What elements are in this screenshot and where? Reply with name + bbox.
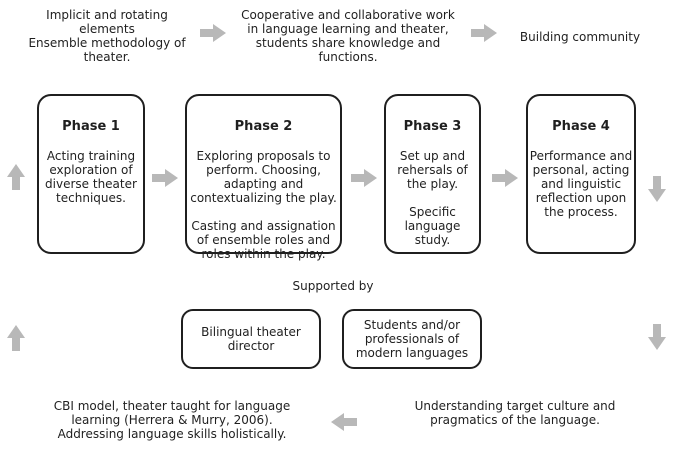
right-arrow-icon — [152, 169, 178, 187]
students-box: Students and/or professionals of modern … — [342, 309, 482, 369]
phase-4-text: Performance and personal, acting and lin… — [529, 149, 633, 219]
phase-1-text: Acting training exploration of diverse t… — [45, 149, 137, 205]
director-box: Bilingual theater director — [181, 309, 321, 369]
right-arrow-icon — [200, 24, 226, 42]
supported-by-label: Supported by — [292, 279, 374, 293]
phase-3-title: Phase 3 — [403, 119, 462, 134]
director-text: Bilingual theater director — [201, 325, 301, 353]
phase-3-box: Phase 3 Set up and rehersals of the play… — [384, 94, 481, 254]
phase-2-text: Exploring proposals to perform. Choosing… — [190, 149, 337, 261]
up-arrow-icon — [7, 164, 25, 190]
left-arrow-icon — [331, 413, 357, 431]
right-arrow-icon — [471, 24, 497, 42]
phase-4-title: Phase 4 — [552, 119, 610, 134]
phase-4-box: Phase 4 Performance and personal, acting… — [526, 94, 636, 254]
bottom-text-cbi-model: CBI model, theater taught for language l… — [53, 399, 291, 441]
top-text-cooperative: Cooperative and collaborative work in la… — [241, 8, 455, 64]
phase-2-box: Phase 2 Exploring proposals to perform. … — [185, 94, 342, 261]
phase-3-text: Set up and rehersals of the play. Specif… — [397, 149, 468, 247]
down-arrow-icon — [648, 324, 666, 350]
right-arrow-icon — [492, 169, 518, 187]
top-text-building-community: Building community — [519, 30, 641, 44]
bottom-text-understanding-culture: Understanding target culture and pragmat… — [414, 399, 616, 427]
right-arrow-icon — [351, 169, 377, 187]
phase-1-title: Phase 1 — [62, 119, 120, 134]
top-text-implicit: Implicit and rotating elements Ensemble … — [28, 8, 186, 64]
down-arrow-icon — [648, 176, 666, 202]
students-text: Students and/or professionals of modern … — [355, 318, 469, 360]
phase-2-title: Phase 2 — [234, 119, 293, 134]
phase-1-box: Phase 1 Acting training exploration of d… — [37, 94, 145, 254]
up-arrow-icon — [7, 325, 25, 351]
